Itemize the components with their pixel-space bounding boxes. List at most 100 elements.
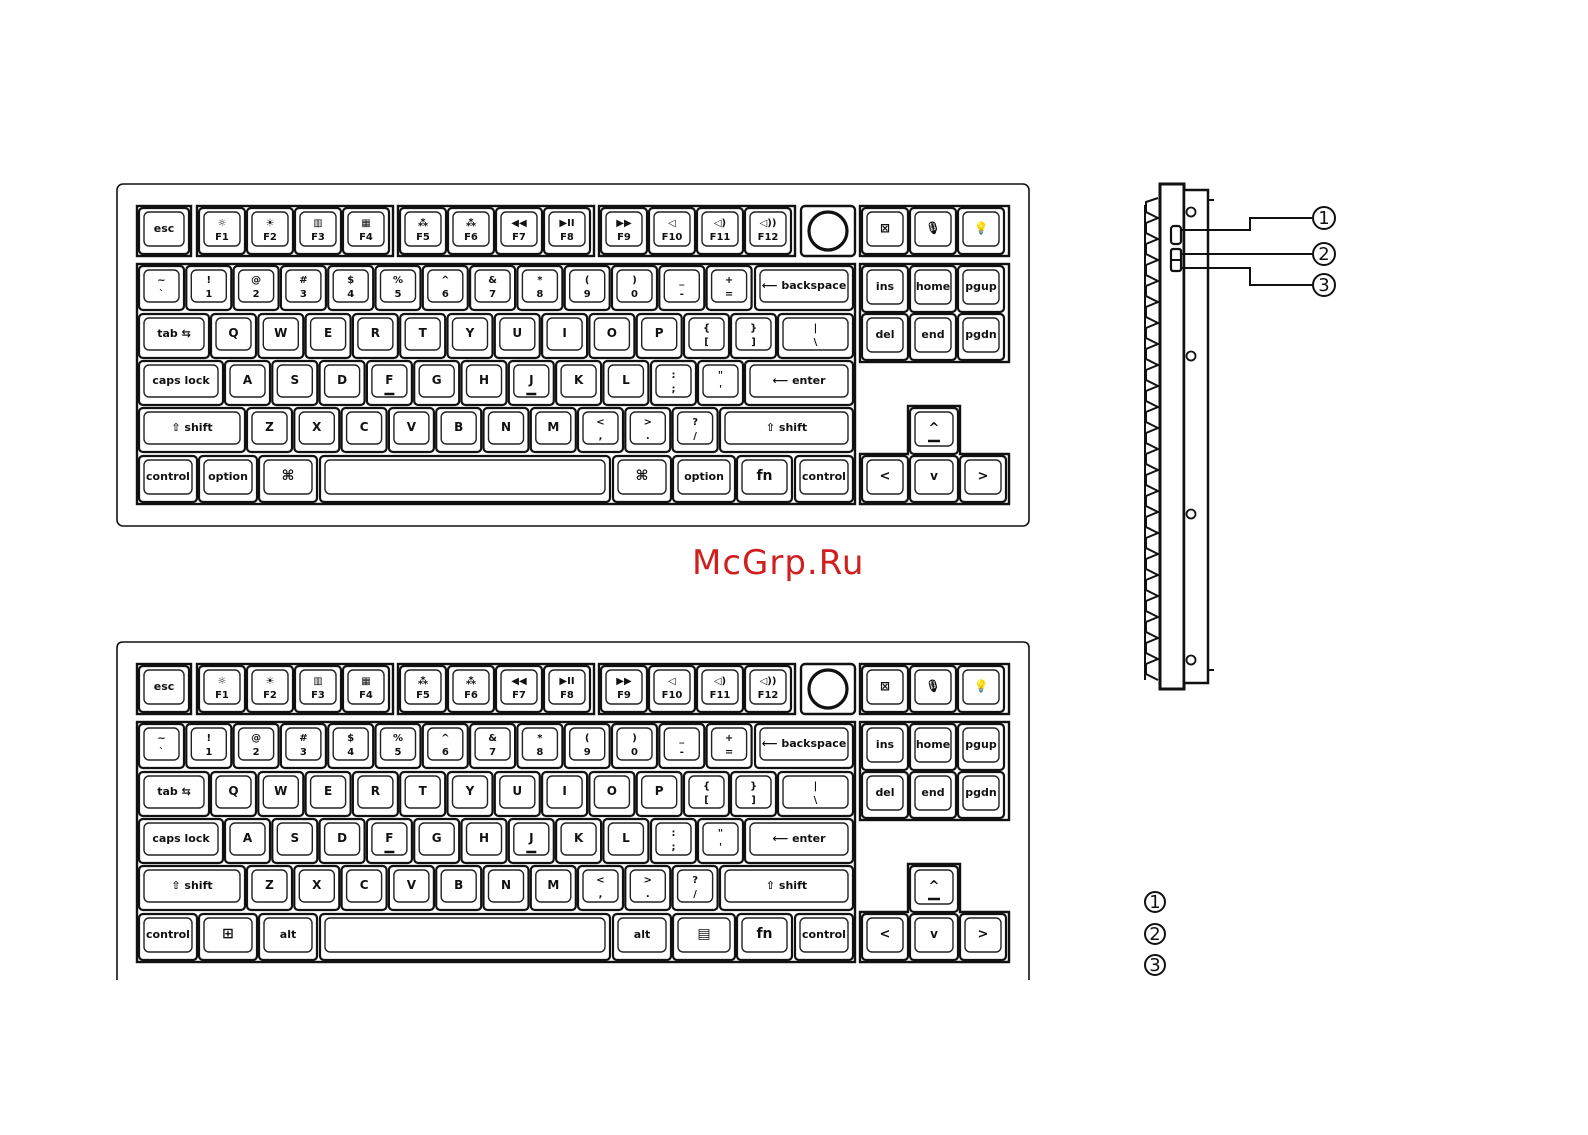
key-num-11-label-bottom: - <box>680 289 684 300</box>
key-arrow-down: v <box>908 454 960 504</box>
key-bottom-6: fn <box>735 454 794 504</box>
key-b-label: B <box>454 420 463 434</box>
key-quote-label-bottom: ' <box>719 384 722 395</box>
top-right-frame <box>858 662 1011 716</box>
key-h-label: H <box>479 373 489 387</box>
key-num-2: @2 <box>232 264 280 312</box>
key-right-shift-label: ⇧ shift <box>766 879 807 892</box>
key-bottom-6: fn <box>735 912 794 962</box>
key-f3: ▥F3 <box>293 206 343 256</box>
key-t: T <box>399 770 447 818</box>
key-f: F <box>365 359 413 407</box>
key-bottom-4: ⌘ <box>611 454 673 504</box>
callout-1: 1 <box>1312 206 1336 230</box>
key-home-label: home <box>916 738 950 751</box>
key-h-label: H <box>479 831 489 845</box>
key-num-11-label-bottom: - <box>680 747 684 758</box>
key-num-11: _- <box>658 722 706 770</box>
legend-number: 3 <box>1149 955 1160 976</box>
nav-cluster-frame <box>858 262 1011 364</box>
key-bottom-4-label: alt <box>634 928 650 941</box>
key-v-label: V <box>407 878 417 892</box>
key-num-4-label-top: $ <box>347 275 354 286</box>
key-w-label: W <box>274 326 287 340</box>
key-f: F <box>365 817 413 865</box>
key-v: V <box>387 864 435 912</box>
key-num-12-label-bottom: = <box>725 747 733 758</box>
key-semicolon: :; <box>649 817 698 865</box>
key-quote: "' <box>696 817 745 865</box>
key-f-label: F <box>385 373 393 387</box>
key-space <box>318 912 612 962</box>
key-num-7: &7 <box>469 264 517 312</box>
key-punct-2-label-top: ? <box>692 417 698 428</box>
key-pgup-label: pgup <box>965 738 997 751</box>
key-num-1-label-bottom: 1 <box>205 289 212 300</box>
key-punct-1-label-top: > <box>644 417 652 428</box>
key-num-7-label-bottom: 7 <box>489 289 496 300</box>
key-del: del <box>860 312 910 362</box>
key-ins: ins <box>860 264 910 314</box>
key-f3-label-top: ▥ <box>313 676 322 687</box>
key-backspace-label: ⟵ backspace <box>762 279 847 292</box>
key-num-10: )0 <box>610 722 659 770</box>
key-num-8-label-top: * <box>537 733 543 744</box>
key-f2-label-top: ☀ <box>266 676 275 687</box>
keyboard-side-view: 123 <box>1144 182 1336 691</box>
key-num-6: ^6 <box>421 264 469 312</box>
key-p: P <box>635 312 683 360</box>
key-num-1: !1 <box>185 264 233 312</box>
key-punct-2-label-bottom: / <box>693 889 697 900</box>
key-f6-label-top: ⁂ <box>466 675 477 687</box>
key-punct-0: <, <box>576 406 625 454</box>
key-u: U <box>493 312 541 360</box>
key-b: B <box>435 864 483 912</box>
key-num-12: += <box>705 722 753 770</box>
key-screenshot: ⊠ <box>860 206 910 256</box>
key-z: Z <box>245 406 294 454</box>
key-punct-0-label-bottom: , <box>599 889 603 900</box>
key-light-label: 💡 <box>974 679 989 693</box>
key-tab-label: tab ⇆ <box>157 327 191 340</box>
key-num-10-label-top: ) <box>632 275 637 286</box>
key-f8-label-top: ▶II <box>559 676 574 687</box>
key-f6-label-top: ⁂ <box>466 217 477 229</box>
key-rbracket-label-bottom: ] <box>751 795 756 806</box>
key-a: A <box>223 359 272 407</box>
key-ins: ins <box>860 722 910 772</box>
key-t: T <box>399 312 447 360</box>
key-bottom-5-label: option <box>684 470 724 483</box>
key-tab: tab ⇆ <box>137 770 211 818</box>
key-num-3: #3 <box>279 722 327 770</box>
key-num-3-label-bottom: 3 <box>300 747 307 758</box>
key-m-label: M <box>547 878 559 892</box>
key-arrow-right: > <box>958 912 1008 962</box>
key-num-7-label-bottom: 7 <box>489 747 496 758</box>
key-c: C <box>340 864 388 912</box>
key-num-0: ~` <box>137 264 186 312</box>
key-esc: esc <box>137 664 191 714</box>
key-l-label: L <box>622 373 630 387</box>
key-f3: ▥F3 <box>293 664 343 714</box>
legend-item-1: 1 <box>1144 891 1166 913</box>
key-lbracket: {[ <box>682 770 731 818</box>
key-rbracket: }] <box>729 312 778 360</box>
key-light-label: 💡 <box>974 221 989 235</box>
key-f11-label-bottom: F11 <box>710 690 731 701</box>
key-punct-2: ?/ <box>671 406 719 454</box>
key-punct-0-label-bottom: , <box>599 431 603 442</box>
key-esc: esc <box>137 206 191 256</box>
key-c: C <box>340 406 388 454</box>
key-f9-label-bottom: F9 <box>617 232 631 243</box>
key-arrow-up-label: ^ <box>929 421 940 436</box>
key-lbracket-label-top: { <box>703 323 710 334</box>
key-x-label: X <box>312 420 322 434</box>
key-x-label: X <box>312 878 322 892</box>
key-bottom-1: ⊞ <box>197 912 259 962</box>
callout-number: 2 <box>1318 244 1329 265</box>
key-pgup: pgup <box>956 264 1006 314</box>
key-f8-label-top: ▶II <box>559 218 574 229</box>
key-num-9-label-top: ( <box>585 275 590 286</box>
